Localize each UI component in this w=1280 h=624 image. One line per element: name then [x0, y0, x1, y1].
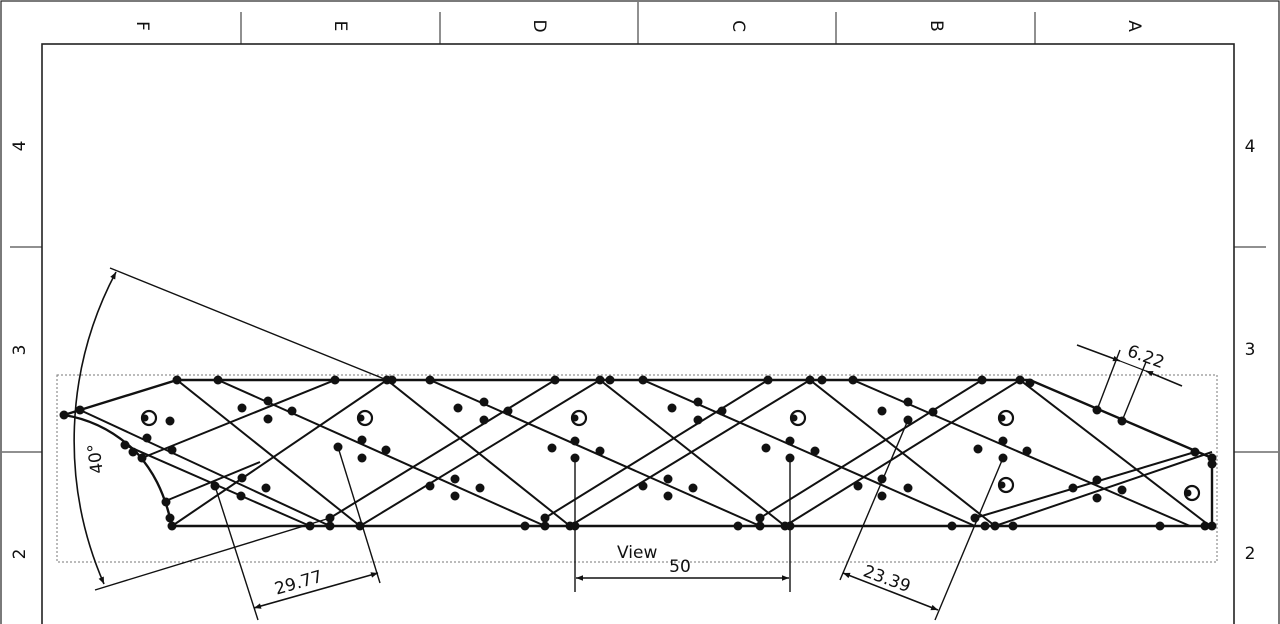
view-bounding-box[interactable] [56, 374, 1218, 563]
zone-row-labels-right: 4 3 2 [1245, 137, 1256, 564]
zone-row-right-3: 3 [1245, 340, 1256, 360]
zone-col-b: B [926, 20, 946, 32]
hole-icon [570, 409, 588, 427]
hole-icon [997, 409, 1015, 427]
lattice-descending [79, 379, 1211, 527]
lattice-ascending [141, 379, 1213, 527]
hole-icon [997, 476, 1015, 494]
dimension-29-77[interactable]: 29.77 [253, 567, 379, 609]
dimension-23-39-label: 23.39 [860, 562, 913, 597]
zone-col-e: E [330, 21, 350, 32]
angle-dimension-label: 40° [84, 442, 108, 474]
zone-column-labels: F E D C B A [132, 19, 1144, 32]
angle-dimension[interactable]: 40° [73, 271, 117, 585]
zone-row-labels-left: 4 3 2 [10, 141, 30, 560]
view-label: View [617, 543, 657, 563]
hole-icon [356, 409, 374, 427]
dimension-6-22-label: 6.22 [1125, 341, 1167, 373]
zone-col-d: D [529, 19, 549, 32]
hole-icon [1183, 484, 1201, 502]
zone-row-right-2: 2 [1245, 544, 1256, 564]
lattice-vertices [59, 375, 1217, 531]
dimension-50[interactable]: 50 [576, 557, 789, 581]
zone-row-left-2: 2 [10, 549, 30, 560]
hole-icon [140, 409, 158, 427]
dimension-6-22[interactable]: 6.22 [1076, 341, 1183, 387]
zone-row-left-3: 3 [10, 345, 30, 356]
dimension-23-39[interactable]: 23.39 [842, 562, 939, 611]
construction-lines [94, 267, 1147, 621]
dimension-50-label: 50 [669, 557, 691, 577]
zone-col-f: F [132, 21, 152, 31]
zone-row-right-4: 4 [1245, 137, 1256, 157]
hole-icon [789, 409, 807, 427]
mounting-holes [140, 409, 1201, 502]
zone-col-c: C [728, 20, 748, 32]
zone-col-a: A [1124, 20, 1144, 32]
part-outline [63, 378, 1214, 528]
zone-row-left-4: 4 [10, 141, 30, 152]
